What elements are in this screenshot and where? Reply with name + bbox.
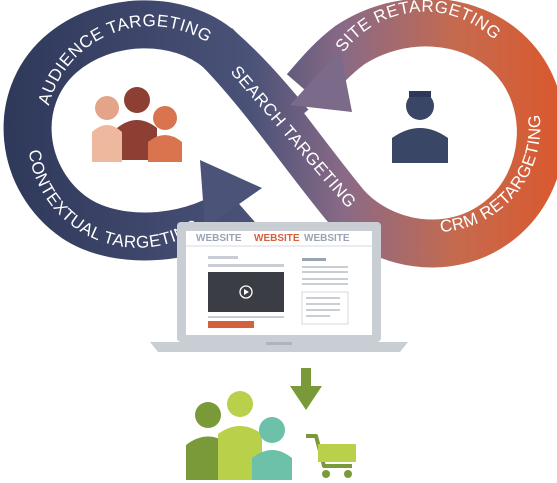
single-person-icon bbox=[392, 91, 448, 163]
website-banner-word-left: WEBSITE bbox=[196, 233, 242, 244]
group-of-people-icon bbox=[92, 87, 182, 162]
laptop-illustration: WEBSITE WEBSITE WEBSITE bbox=[150, 222, 408, 352]
customer-group-icon bbox=[186, 391, 292, 480]
play-icon bbox=[239, 285, 253, 299]
cta-bar bbox=[208, 321, 254, 328]
website-banner-word-right: WEBSITE bbox=[304, 233, 350, 244]
loop-arrowhead-right bbox=[290, 50, 352, 112]
down-arrow-icon bbox=[290, 368, 322, 410]
shopping-cart-icon bbox=[306, 434, 356, 478]
website-banner-word-center: WEBSITE bbox=[254, 233, 300, 244]
loop-arrowhead-left bbox=[200, 160, 262, 228]
infinity-band bbox=[3, 0, 557, 268]
